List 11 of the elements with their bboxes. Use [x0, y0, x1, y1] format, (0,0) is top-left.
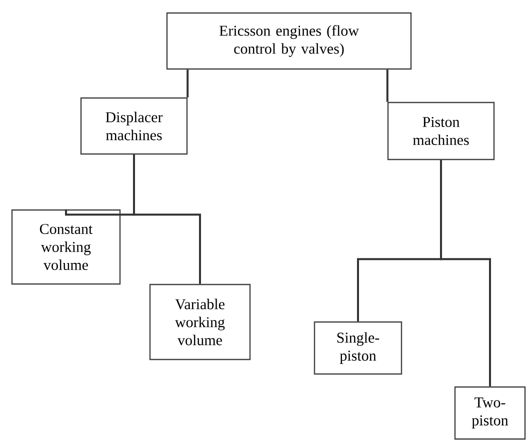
- category-box: Variable working volume: [149, 284, 251, 360]
- category-box: Constant working volume: [11, 209, 121, 285]
- connector-line: [386, 70, 388, 102]
- category-box: Single-piston: [314, 321, 402, 375]
- category-box: Ericsson engines (flow control by valves): [166, 12, 412, 70]
- connector-line: [186, 70, 189, 98]
- connector-line: [440, 160, 491, 386]
- category-box: Two-piston: [454, 386, 526, 440]
- connector-line: [133, 154, 201, 284]
- category-box: Piston machines: [387, 102, 495, 160]
- category-box: Displacer machines: [80, 97, 188, 155]
